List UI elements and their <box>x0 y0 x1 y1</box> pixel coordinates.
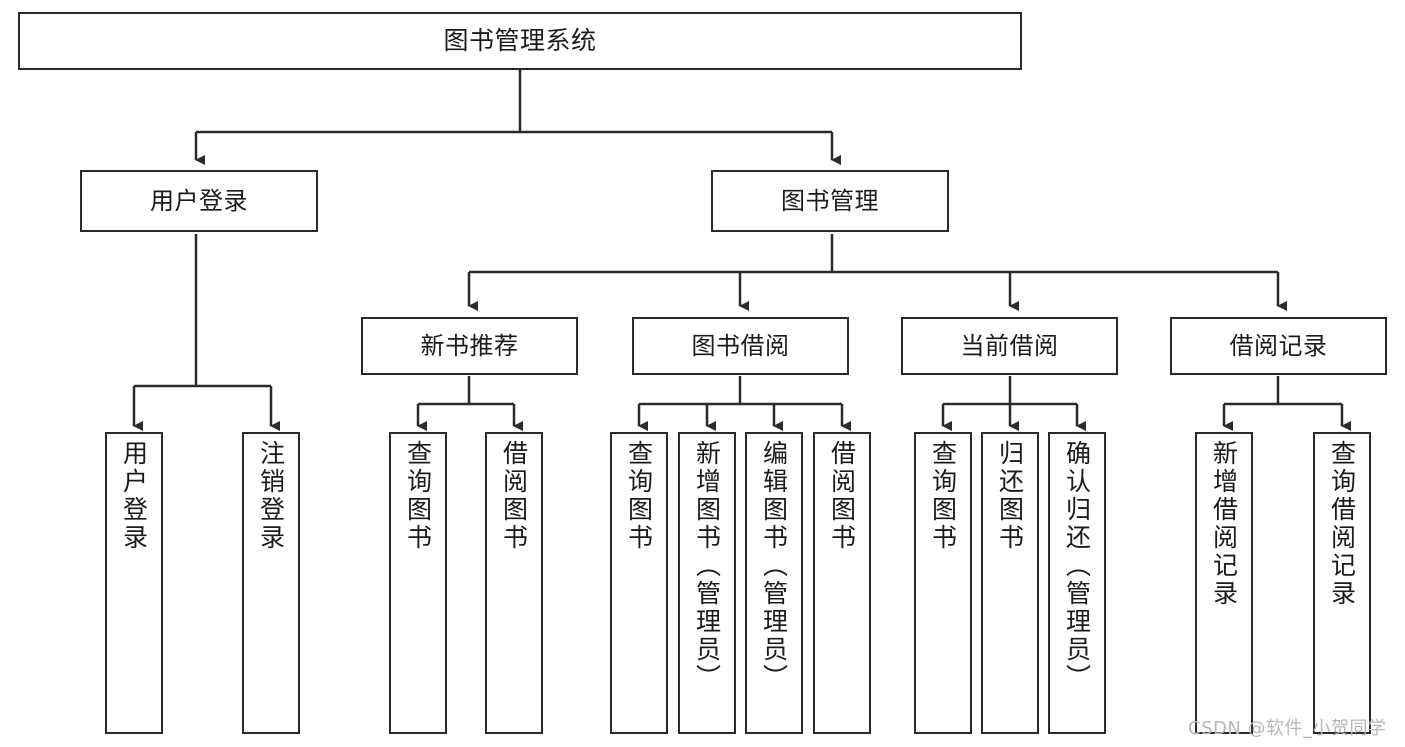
node-leaf-query-book-2[interactable]: 查询图书 <box>610 432 668 734</box>
node-leaf-query-book-2-label: 查询图书 <box>624 440 654 552</box>
node-leaf-query-book-1[interactable]: 查询图书 <box>389 432 447 734</box>
node-leaf-borrow-book-2-label: 借阅图书 <box>827 440 857 552</box>
node-current-borrow-label: 当前借阅 <box>960 331 1059 360</box>
node-user-login-label: 用户登录 <box>150 186 248 215</box>
node-leaf-borrow-book-2[interactable]: 借阅图书 <box>813 432 871 734</box>
node-leaf-query-record[interactable]: 查询借阅记录 <box>1313 432 1371 734</box>
node-leaf-add-record-label: 新增借阅记录 <box>1209 440 1239 608</box>
node-book-borrow-label: 图书借阅 <box>691 331 790 360</box>
node-leaf-edit-book-label: 编辑图书（管理员） <box>759 440 789 692</box>
csdn-watermark: CSDN @软件_小贺同学 <box>1188 718 1387 739</box>
node-leaf-logout-login[interactable]: 注销登录 <box>242 432 300 734</box>
node-leaf-borrow-book-1[interactable]: 借阅图书 <box>485 432 543 734</box>
node-leaf-user-login[interactable]: 用户登录 <box>105 432 163 734</box>
node-leaf-add-book[interactable]: 新增图书（管理员） <box>678 432 736 734</box>
node-root-system[interactable]: 图书管理系统 <box>18 12 1022 70</box>
node-leaf-confirm-return[interactable]: 确认归还（管理员） <box>1048 432 1106 734</box>
node-leaf-confirm-return-label: 确认归还（管理员） <box>1062 440 1092 692</box>
node-new-book-rec-label: 新书推荐 <box>420 331 519 360</box>
node-leaf-logout-login-label: 注销登录 <box>256 440 286 552</box>
node-leaf-add-record[interactable]: 新增借阅记录 <box>1195 432 1253 734</box>
node-leaf-query-book-3-label: 查询图书 <box>928 440 958 552</box>
node-leaf-return-book[interactable]: 归还图书 <box>981 432 1039 734</box>
node-borrow-record-label: 借阅记录 <box>1229 331 1328 360</box>
node-user-login[interactable]: 用户登录 <box>80 170 318 232</box>
node-leaf-query-record-label: 查询借阅记录 <box>1327 440 1357 608</box>
node-book-manage[interactable]: 图书管理 <box>711 170 949 232</box>
node-leaf-query-book-1-label: 查询图书 <box>403 440 433 552</box>
node-leaf-edit-book[interactable]: 编辑图书（管理员） <box>745 432 803 734</box>
node-borrow-record[interactable]: 借阅记录 <box>1170 317 1387 375</box>
node-book-borrow[interactable]: 图书借阅 <box>632 317 849 375</box>
node-current-borrow[interactable]: 当前借阅 <box>901 317 1118 375</box>
node-leaf-borrow-book-1-label: 借阅图书 <box>499 440 529 552</box>
node-leaf-user-login-label: 用户登录 <box>119 440 149 552</box>
node-leaf-add-book-label: 新增图书（管理员） <box>692 440 722 692</box>
node-leaf-query-book-3[interactable]: 查询图书 <box>914 432 972 734</box>
node-book-manage-label: 图书管理 <box>781 186 879 215</box>
node-leaf-return-book-label: 归还图书 <box>995 440 1025 552</box>
node-new-book-rec[interactable]: 新书推荐 <box>361 317 578 375</box>
node-root-system-label: 图书管理系统 <box>443 26 597 55</box>
